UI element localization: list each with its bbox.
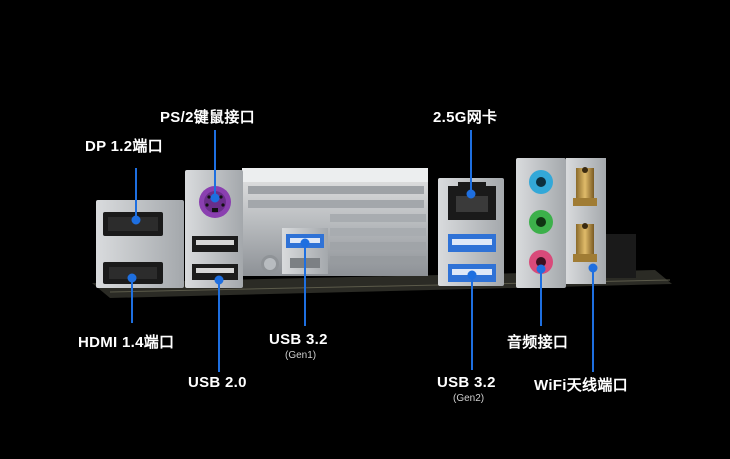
label-wifi-antenna: WiFi天线端口: [534, 377, 628, 394]
label-dp-port: DP 1.2端口: [85, 138, 163, 155]
display-ports: [96, 200, 184, 288]
label-usb32-gen1-sub: (Gen1): [285, 350, 317, 361]
heatsink: [242, 168, 428, 276]
label-usb32-gen2-sub: (Gen2): [453, 393, 485, 404]
wifi-antenna-bracket: [566, 158, 636, 284]
label-audio-jacks: 音频接口: [507, 334, 569, 351]
audio-jacks: [516, 158, 566, 288]
label-ps2-port: PS/2键鼠接口: [160, 109, 255, 126]
label-usb32-gen2: USB 3.2: [437, 374, 496, 391]
label-usb32-gen1: USB 3.2: [269, 331, 328, 348]
ps2-usb2-stack: [185, 170, 243, 288]
leader-lines: [127, 130, 598, 372]
label-hdmi-port: HDMI 1.4端口: [78, 334, 175, 351]
label-usb2-port: USB 2.0: [188, 374, 247, 391]
label-lan-port: 2.5G网卡: [433, 109, 498, 126]
antenna-connector-icon: [573, 167, 597, 206]
